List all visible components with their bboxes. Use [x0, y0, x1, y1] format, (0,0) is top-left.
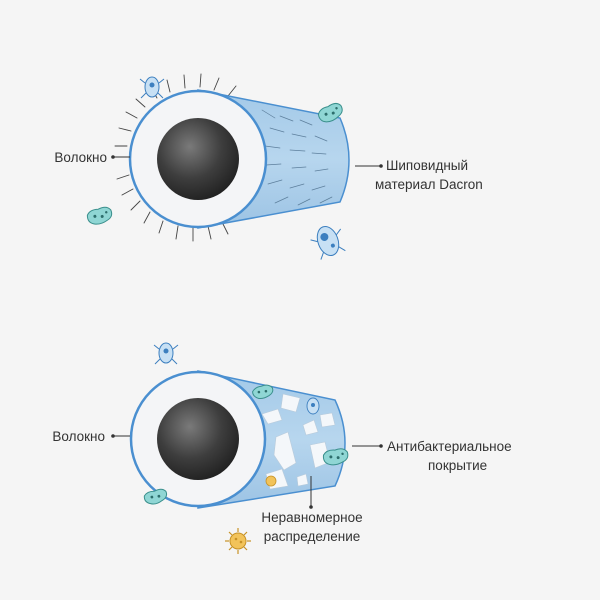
germ-icon: [317, 102, 343, 123]
germ-icon: [86, 206, 113, 225]
label-dacron-line1: Шиповидный: [386, 158, 468, 173]
label-dacron-line2: материал Dacron: [375, 177, 483, 192]
bacterium-icon: [306, 397, 320, 415]
label-coating-line1: Антибактериальное: [387, 439, 512, 454]
bottom-left-callout: Волокно: [52, 429, 130, 444]
fiber-core: [157, 118, 239, 200]
fiber-core: [157, 398, 239, 480]
tube-hairs: [261, 109, 333, 206]
top-fiber: [114, 73, 350, 242]
top-right-callout: Шиповидный материал Dacron: [355, 158, 483, 192]
germ-icon: [252, 384, 274, 400]
bacterium-icon: [139, 76, 165, 99]
label-fiber-bottom: Волокно: [52, 429, 105, 444]
dacron-spikes: [114, 73, 237, 242]
virus-icon: [265, 475, 277, 487]
bottom-center-callout: Неравномерное распределение: [261, 476, 363, 544]
bacterium-icon: [153, 342, 179, 365]
label-uneven-line1: Неравномерное: [261, 510, 362, 525]
bottom-right-callout: Антибактериальное покрытие: [352, 439, 512, 473]
bottom-fiber: [129, 370, 349, 509]
germ-icon: [322, 448, 349, 466]
top-left-callout: Волокно: [54, 150, 130, 165]
label-uneven-line2: распределение: [264, 529, 361, 544]
germ-icon: [143, 488, 168, 505]
bacterium-icon: [310, 225, 346, 260]
virus-icon: [225, 528, 251, 554]
label-fiber-top: Волокно: [54, 150, 107, 165]
label-coating-line2: покрытие: [428, 458, 487, 473]
